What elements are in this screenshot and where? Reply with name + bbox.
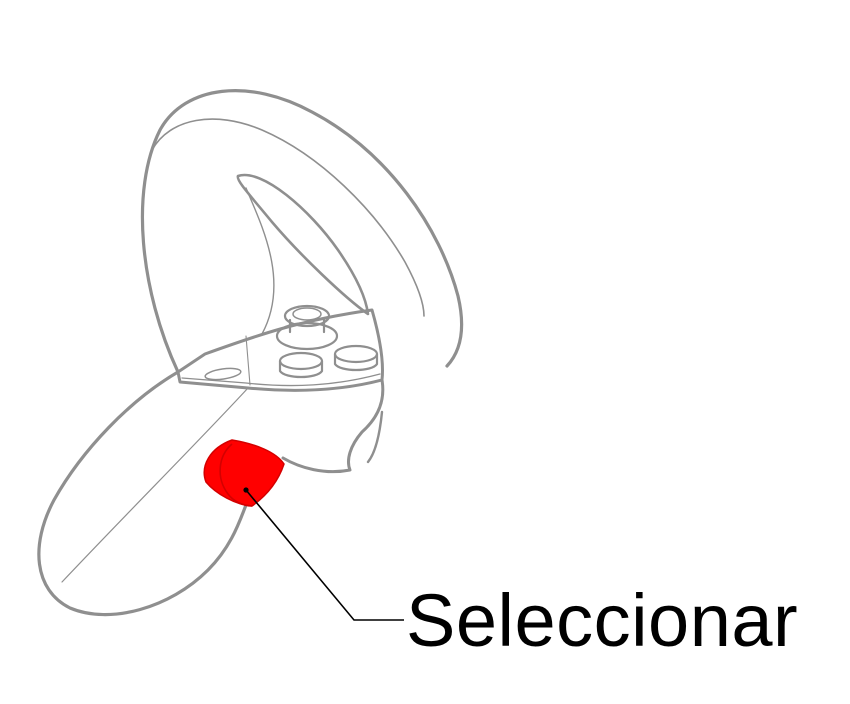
face-button-b-top bbox=[333, 344, 379, 364]
callout-label: Seleccionar bbox=[406, 579, 799, 662]
face-button-b-side bbox=[333, 352, 379, 372]
face-plate-seam bbox=[245, 335, 251, 386]
tracking-ring-hole-edge bbox=[245, 187, 275, 335]
face-button-a-side bbox=[278, 359, 324, 379]
tracking-ring-outer bbox=[140, 89, 464, 374]
handle-trigger-edge bbox=[366, 410, 384, 464]
tracking-ring-hole bbox=[236, 173, 370, 316]
face-plate-rim bbox=[181, 373, 381, 387]
grip-button-body bbox=[203, 439, 285, 507]
callout-leader-line bbox=[245, 489, 404, 621]
menu-button-outline bbox=[204, 367, 242, 381]
thumbstick-top bbox=[283, 304, 331, 328]
thumbstick-cap bbox=[292, 307, 322, 321]
face-plate bbox=[176, 308, 384, 392]
thumbstick-base bbox=[275, 321, 339, 351]
handle-seam bbox=[61, 387, 249, 583]
grip-button bbox=[203, 439, 285, 507]
face-button-a-top bbox=[278, 351, 324, 371]
callout-anchor-dot bbox=[243, 487, 249, 493]
tracking-ring-inner bbox=[151, 118, 425, 317]
controller-outline bbox=[37, 89, 464, 617]
handle-outline bbox=[37, 370, 248, 617]
handle-back bbox=[281, 378, 385, 474]
grip-button-inner bbox=[219, 443, 253, 507]
